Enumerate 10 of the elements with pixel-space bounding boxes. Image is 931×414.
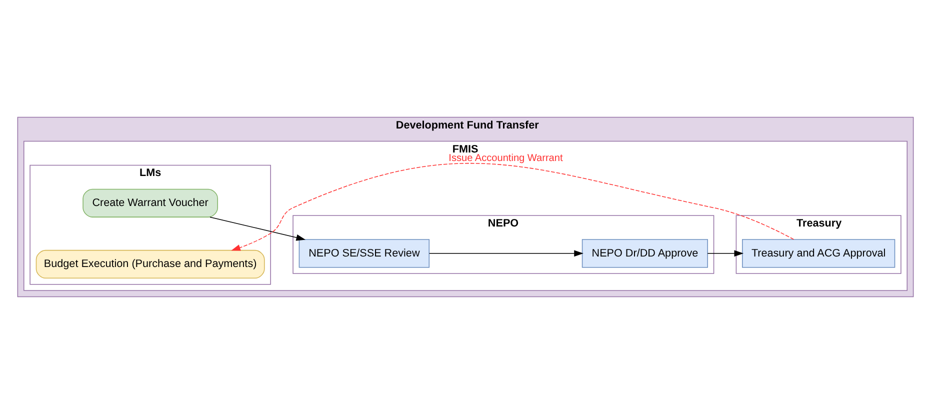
arrow (707, 250, 744, 257)
node-box: Create Warrant Voucher (82, 188, 218, 218)
node-box: NEPO SE/SSE Review (298, 239, 430, 268)
node-box: Treasury and ACG Approval (742, 239, 896, 268)
node-box: NEPO Dr/DD Approve (582, 239, 708, 268)
arrow (210, 216, 306, 241)
arrow (428, 250, 584, 257)
node-box: Budget Execution (Purchase and Payments) (36, 250, 265, 279)
edge-label: Issue Accounting Warrant (448, 152, 563, 164)
arrow (231, 162, 794, 251)
